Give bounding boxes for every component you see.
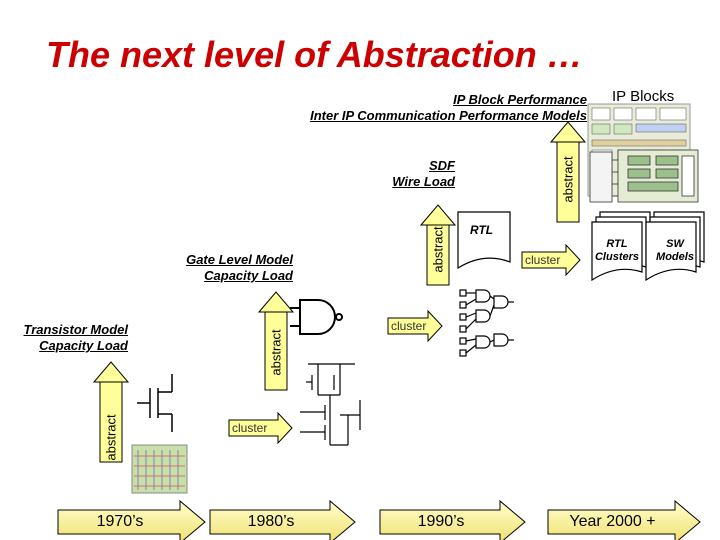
transistor-symbol <box>137 374 173 432</box>
transistor-circuit <box>300 363 361 446</box>
era-arrow-1980 <box>209 499 356 540</box>
ip-level-line2: Inter IP Communication Performance Model… <box>310 108 587 123</box>
transistor-level-line1: Transistor Model <box>23 322 128 337</box>
slide-title: The next level of Abstraction … <box>46 34 583 75</box>
cluster-label-1: cluster <box>232 421 268 435</box>
ip-level-label: IP Block Performance Inter IP Communicat… <box>310 92 587 124</box>
rtl-clusters-docs <box>591 211 651 282</box>
gate-network <box>459 289 514 357</box>
cluster-arrow-1 <box>228 411 293 445</box>
sw-models-docs <box>645 211 705 282</box>
sdf-level-line2: Wire Load <box>392 174 455 189</box>
era-label-2000: Year 2000 + <box>569 513 656 530</box>
era-label-1980: 1980’s <box>247 513 295 530</box>
gate-level-line1: Gate Level Model <box>186 252 293 267</box>
era-label-1990: 1990’s <box>417 513 465 530</box>
abstract-arrow-4 <box>549 121 587 223</box>
rtl-clusters-label: RTL Clusters <box>594 238 640 264</box>
cluster-label-2: cluster <box>391 319 427 333</box>
abstract-label-2: abstract <box>268 329 284 376</box>
era-arrow-1990 <box>379 499 526 540</box>
cluster-arrow-3 <box>521 243 581 277</box>
abstract-arrow-2 <box>257 291 295 391</box>
era-arrow-1970 <box>57 499 206 540</box>
sdf-level-label: SDF Wire Load <box>392 158 455 190</box>
rtl-doc-label: RTL <box>470 223 494 237</box>
abstract-label-1: abstract <box>103 414 119 461</box>
sw-models-label: SW Models <box>652 238 698 264</box>
era-arrow-2000 <box>547 499 701 540</box>
abstract-label-3: abstract <box>430 226 446 273</box>
ip-level-line1: IP Block Performance <box>453 92 587 107</box>
block-diagram-2000 <box>589 149 699 203</box>
layout-chip-image <box>131 444 188 494</box>
abstract-arrow-1 <box>92 361 130 463</box>
era-label-1970: 1970’s <box>96 513 144 530</box>
sw-models-line1: SW <box>666 238 684 250</box>
sdf-level-line1: SDF <box>429 158 455 173</box>
gate-level-label: Gate Level Model Capacity Load <box>186 252 293 284</box>
rtl-document <box>457 211 511 270</box>
transistor-level-line2: Capacity Load <box>39 338 128 353</box>
cluster-label-3: cluster <box>525 253 561 267</box>
rtl-clusters-line1: RTL <box>606 238 628 250</box>
cluster-arrow-2 <box>387 309 443 343</box>
gate-level-line2: Capacity Load <box>204 268 293 283</box>
ip-blocks-label: IP Blocks <box>612 88 675 105</box>
rtl-clusters-line2: Clusters <box>594 251 640 263</box>
abstract-arrow-3 <box>419 204 457 286</box>
abstract-label-4: abstract <box>560 156 576 203</box>
and-gate-symbol <box>290 299 343 335</box>
transistor-level-label: Transistor Model Capacity Load <box>23 322 128 354</box>
sw-models-line2: Models <box>656 251 694 263</box>
